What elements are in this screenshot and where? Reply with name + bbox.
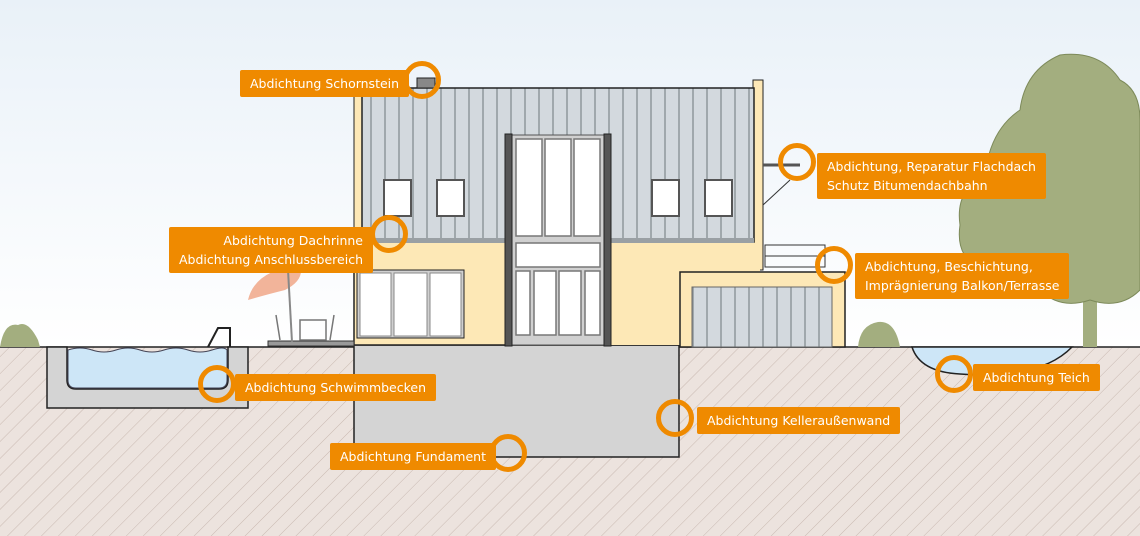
label-dachrinne-line2: Abdichtung Anschlussbereich xyxy=(179,252,363,267)
label-schwimmbecken[interactable]: Abdichtung Schwimmbecken xyxy=(235,374,437,401)
label-balkon-line1: Abdichtung, Beschichtung, xyxy=(865,259,1033,274)
label-kellerwand[interactable]: Abdichtung Kelleraußenwand xyxy=(697,407,901,434)
marker-dachrinne[interactable] xyxy=(370,215,408,253)
label-schornstein[interactable]: Abdichtung Schornstein xyxy=(240,70,410,97)
label-flachdach-line1: Abdichtung, Reparatur Flachdach xyxy=(827,159,1036,174)
label-balkon[interactable]: Abdichtung, Beschichtung, Imprägnierung … xyxy=(855,253,1070,299)
marker-fundament[interactable] xyxy=(489,434,527,472)
label-dachrinne-line1: Abdichtung Dachrinne xyxy=(223,233,363,248)
label-dachrinne[interactable]: Abdichtung Dachrinne Abdichtung Anschlus… xyxy=(169,227,373,273)
marker-flachdach[interactable] xyxy=(778,143,816,181)
label-balkon-line2: Imprägnierung Balkon/Terrasse xyxy=(865,278,1060,293)
label-flachdach-line2: Schutz Bitumendachbahn xyxy=(827,178,988,193)
marker-balkon[interactable] xyxy=(815,246,853,284)
marker-schornstein[interactable] xyxy=(403,61,441,99)
marker-schwimmbecken[interactable] xyxy=(198,365,236,403)
label-fundament[interactable]: Abdichtung Fundament xyxy=(330,443,496,470)
marker-kellerwand[interactable] xyxy=(656,399,694,437)
marker-teich[interactable] xyxy=(935,355,973,393)
label-teich[interactable]: Abdichtung Teich xyxy=(973,364,1100,391)
label-flachdach[interactable]: Abdichtung, Reparatur Flachdach Schutz B… xyxy=(817,153,1046,199)
